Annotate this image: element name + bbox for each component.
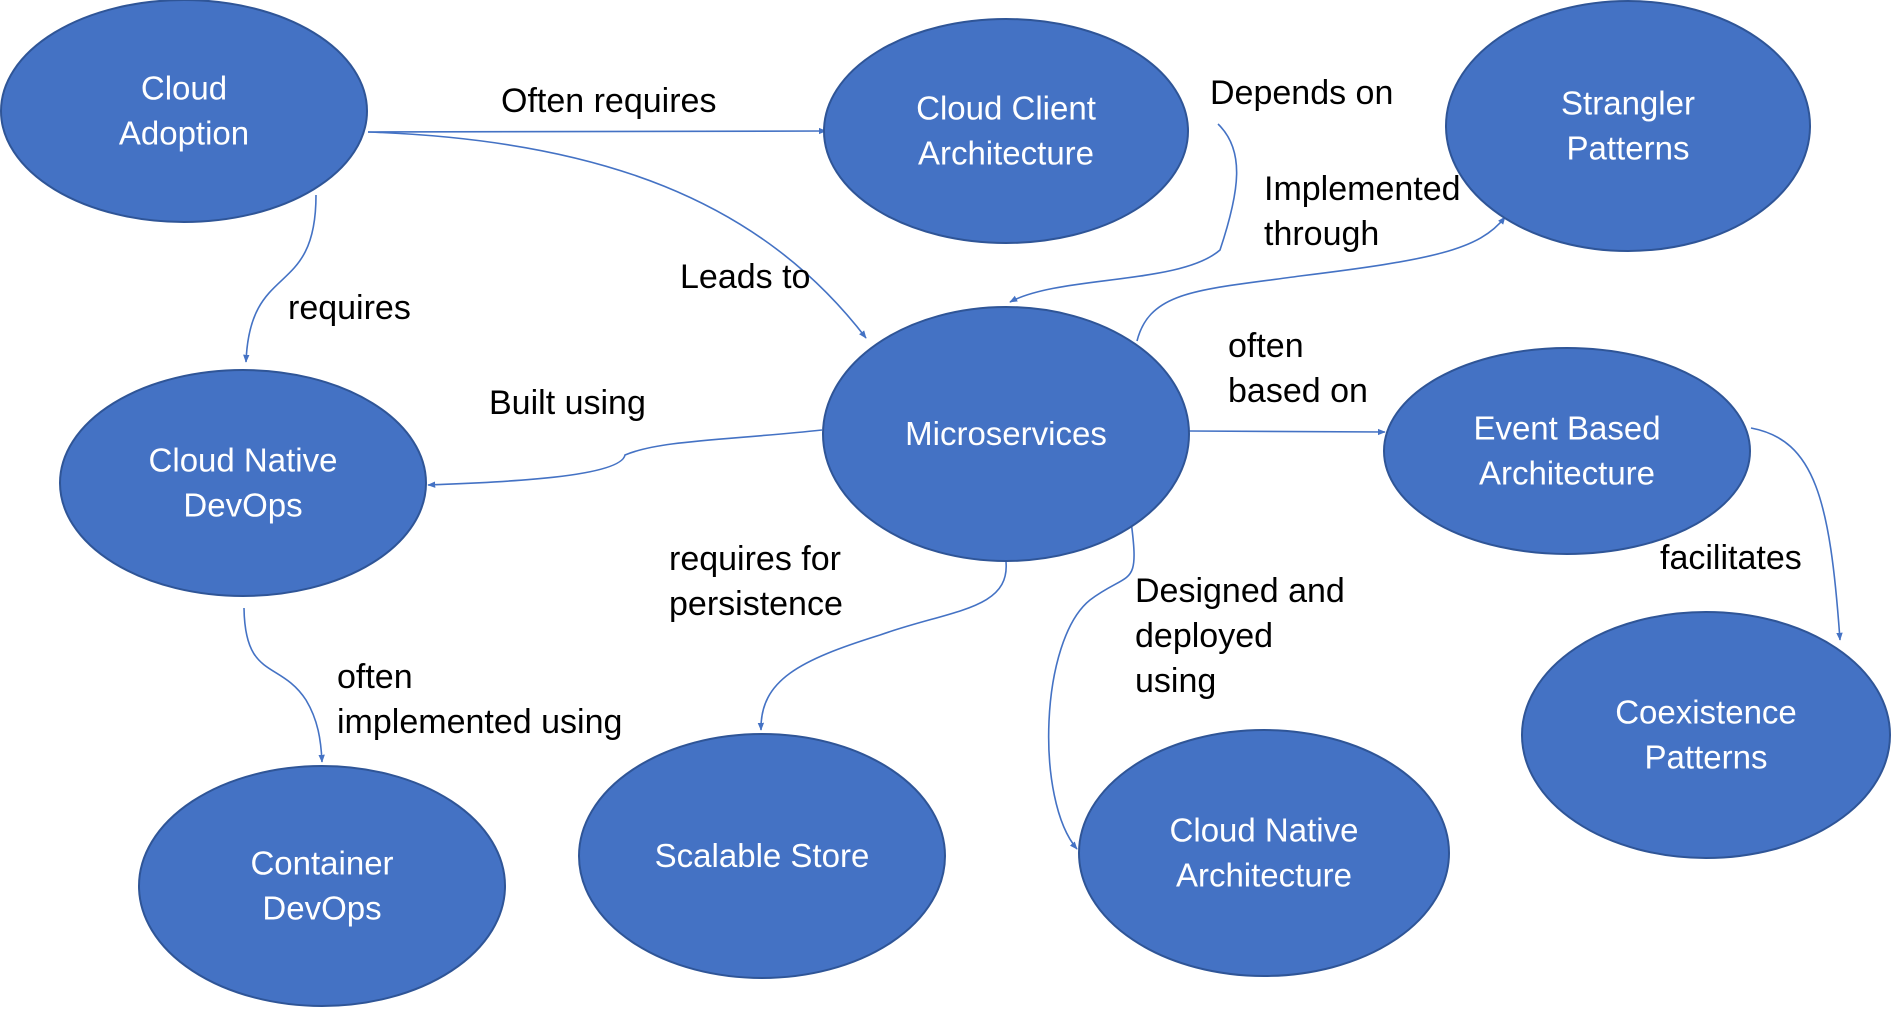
edge-label-designed-and-deployed-using: Designed and deployed using	[1135, 572, 1345, 700]
node-label-line: Strangler	[1561, 85, 1695, 122]
node-shape-cloud-native-architecture	[1078, 729, 1450, 977]
edge-arrow-implemented-through	[1136, 216, 1506, 342]
edge-label-line: requires for	[669, 540, 841, 578]
edge-label-line: deployed	[1135, 617, 1273, 655]
edge-label-line: Leads to	[680, 258, 810, 296]
edge-arrow-designed-and-deployed-using	[1047, 520, 1135, 850]
edge-label-line: Often requires	[501, 82, 716, 120]
node-label-line: Patterns	[1567, 130, 1690, 167]
edge-label-line: often	[337, 658, 413, 696]
edge-label-often-implemented-using: often implemented using	[337, 658, 622, 741]
node-label-line: Cloud Native	[1170, 812, 1359, 849]
edge-arrow-depends-on	[1009, 123, 1238, 303]
edge-arrow-leads-to	[367, 131, 867, 339]
node-label-line: Architecture	[1479, 455, 1655, 492]
edge-label-line: Implemented	[1264, 170, 1461, 208]
node-label-line: Event Based	[1473, 410, 1660, 447]
edge-label-line: persistence	[669, 585, 843, 623]
edge-arrow-often-based-on	[1188, 428, 1386, 436]
node-microservices: Microservices	[822, 306, 1190, 562]
edge-label-leads-to: Leads to	[680, 258, 810, 296]
node-shape-scalable-store	[578, 733, 946, 979]
node-shape-microservices	[822, 306, 1190, 562]
node-label-line: Container	[250, 845, 393, 882]
edge-label-often-requires: Often requires	[501, 82, 716, 120]
node-shape-cloud-native-devops	[59, 369, 427, 597]
edge-label-depends-on: Depends on	[1210, 74, 1393, 112]
node-label-line: Patterns	[1645, 739, 1768, 776]
edge-label-line: facilitates	[1660, 539, 1802, 577]
edge-arrow-built-using	[427, 429, 823, 488]
node-label-line: Architecture	[918, 135, 1094, 172]
node-shape-strangler-patterns	[1445, 0, 1811, 252]
edge-label-line: through	[1264, 215, 1379, 253]
node-shape-event-based-architecture	[1383, 347, 1751, 555]
edge-label-line: based on	[1228, 372, 1368, 410]
node-scalable-store: Scalable Store	[578, 733, 946, 979]
edge-arrow-facilitates	[1750, 427, 1843, 641]
edge-label-line: implemented using	[337, 703, 622, 741]
edge-label-line: requires	[288, 289, 411, 327]
edge-label-often-based-on: often based on	[1228, 327, 1368, 410]
node-label-line: DevOps	[183, 487, 302, 524]
node-label-scalable-store: Scalable Store	[655, 837, 870, 874]
edge-arrow-often-implemented-using	[243, 607, 325, 763]
edge-arrow-requires-for-persistence	[757, 561, 1007, 731]
edge-label-requires: requires	[288, 289, 411, 327]
node-label-line: DevOps	[262, 890, 381, 927]
edge-arrow-requires	[243, 194, 317, 363]
node-label-line: Adoption	[119, 115, 249, 152]
node-label-line: Architecture	[1176, 857, 1352, 894]
edge-label-implemented-through: Implemented through	[1264, 170, 1461, 253]
edges-layer	[243, 123, 1843, 850]
edge-label-line: Designed and	[1135, 572, 1345, 610]
node-label-line: Microservices	[905, 415, 1107, 452]
node-label-microservices: Microservices	[905, 415, 1107, 452]
node-label-line: Cloud Client	[916, 90, 1096, 127]
node-label-line: Coexistence	[1615, 694, 1797, 731]
node-label-line: Cloud	[141, 70, 227, 107]
edge-label-facilitates: facilitates	[1660, 539, 1802, 577]
edge-label-built-using: Built using	[489, 384, 646, 422]
node-shape-cloud-client-architecture	[823, 18, 1189, 244]
edge-label-line: often	[1228, 327, 1304, 365]
node-label-line: Scalable Store	[655, 837, 870, 874]
node-shape-cloud-adoption	[0, 0, 368, 223]
node-shape-container-devops	[138, 765, 506, 1007]
node-label-line: Cloud Native	[149, 442, 338, 479]
edge-label-line: Built using	[489, 384, 646, 422]
edge-label-line: Depends on	[1210, 74, 1393, 112]
edge-arrow-often-requires	[367, 127, 827, 135]
edge-label-line: using	[1135, 662, 1216, 700]
edge-label-requires-for-persistence: requires for persistence	[669, 540, 843, 623]
node-shape-coexistence-patterns	[1521, 611, 1891, 859]
